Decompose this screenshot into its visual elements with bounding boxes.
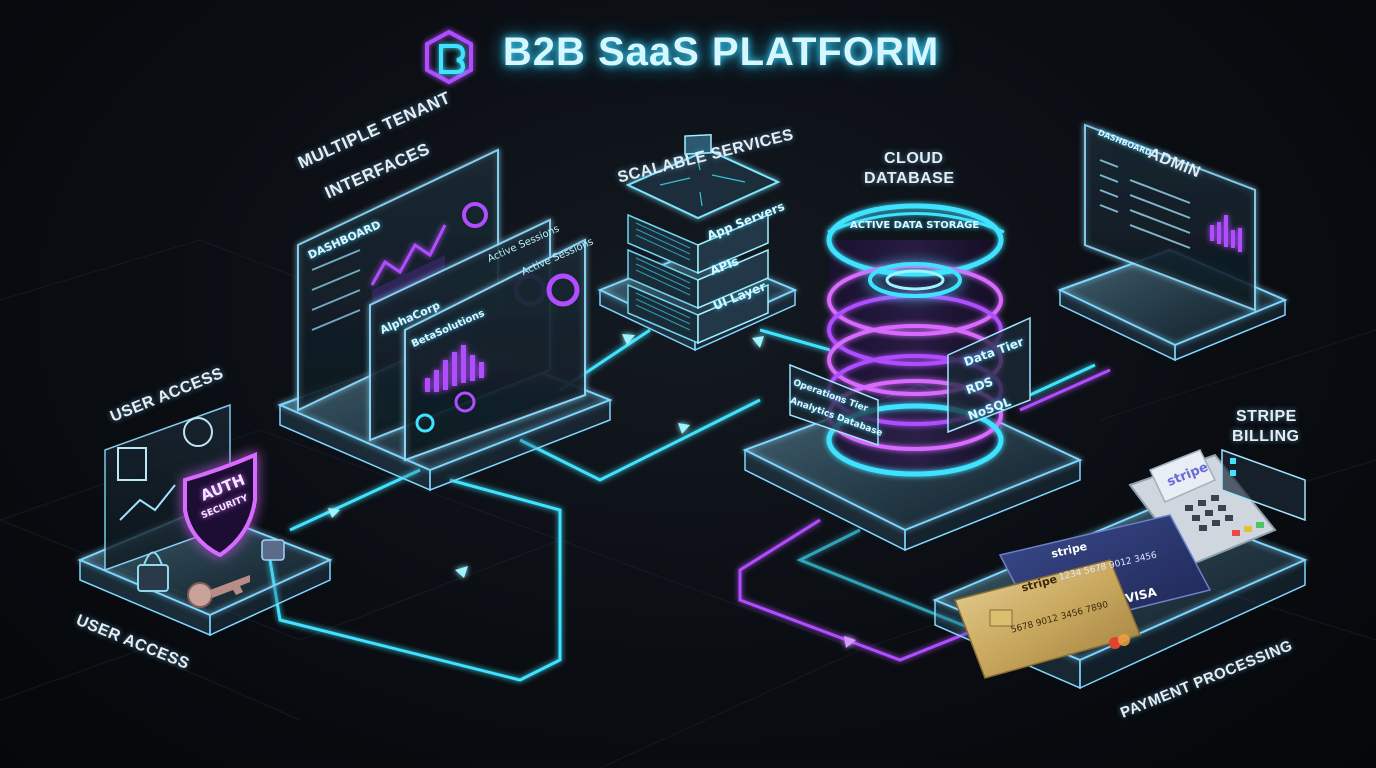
line-services-to-db (759, 328, 831, 352)
billing-title-line1: STRIPE (1236, 408, 1297, 425)
server-vent-line (635, 269, 691, 296)
line-access-to-tenants (289, 468, 421, 532)
arrow-icon (752, 336, 764, 348)
server-vent-line (635, 304, 691, 331)
db-ring (826, 203, 1004, 277)
arrow-icon (455, 566, 468, 578)
admin-module (1057, 123, 1288, 362)
server-vent-line (635, 292, 691, 319)
shield-icon (183, 451, 257, 558)
server-vent-line (635, 222, 691, 249)
database-module (742, 203, 1083, 552)
user-access-module (77, 403, 333, 637)
server-vent-line (635, 228, 691, 255)
padlock-icon-small (137, 551, 169, 592)
header: B2B SaaS PLATFORM (0, 30, 1376, 75)
server-layer-side (697, 213, 769, 275)
arrow-icon (844, 636, 856, 648)
padlock-icon (117, 447, 147, 481)
billing-title-line2: BILLING (1232, 428, 1300, 445)
server-vent-line (635, 263, 691, 290)
key-icon (187, 575, 250, 608)
line-db-to-billing (738, 518, 1001, 662)
db-title-line1: CLOUD (884, 150, 944, 167)
billing-module (932, 448, 1308, 690)
server-vent-line (635, 234, 691, 261)
arrow-icon (328, 508, 340, 518)
tenant-interfaces-module (277, 148, 613, 492)
db-ring-label: ACTIVE DATA STORAGE (850, 220, 980, 231)
server-layer-side (697, 283, 769, 345)
connection-lines (268, 328, 1111, 682)
line-access-loop (268, 478, 562, 682)
server-vent-line (635, 298, 691, 325)
line-lower-run (519, 398, 761, 482)
services-stack (597, 133, 798, 352)
line-db-to-billing-2 (796, 528, 1001, 642)
db-ring (826, 403, 1004, 477)
page-title: B2B SaaS PLATFORM (502, 30, 940, 74)
arrow-icon (622, 334, 635, 345)
hexagon-b-logo-icon (425, 29, 473, 85)
arrow-icon (678, 423, 690, 434)
server-vent-line (635, 257, 691, 284)
line-db-to-admin-2 (1029, 363, 1096, 397)
db-title-line2: DATABASE (864, 170, 955, 187)
line-db-to-admin (1019, 368, 1111, 412)
user-profile-icon (183, 417, 213, 447)
flow-arrows (328, 334, 856, 648)
gold-card (953, 559, 1142, 679)
server-layer-side (697, 248, 769, 310)
lock-icon (261, 539, 285, 561)
card-chip-icon (989, 609, 1013, 627)
